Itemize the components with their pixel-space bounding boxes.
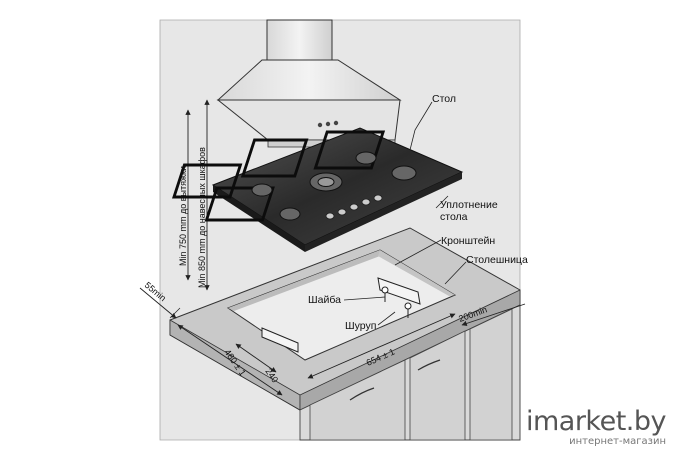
dim-cabinet-min: Min 850 mm до навесных шкафов bbox=[197, 147, 207, 288]
label-stol: Стол bbox=[432, 93, 456, 105]
label-seal-line2: стола bbox=[440, 211, 468, 223]
leader-lines bbox=[343, 101, 467, 326]
label-countertop: Столешница bbox=[466, 254, 528, 266]
label-screw: Шуруп bbox=[345, 320, 376, 332]
gas-hob bbox=[172, 127, 464, 252]
watermark-brand: imarket.by bbox=[525, 406, 667, 437]
height-dimension bbox=[185, 99, 210, 291]
label-washer: Шайба bbox=[308, 294, 341, 306]
mounting-bracket bbox=[377, 277, 421, 318]
watermark: imarket.by интернет-магазин bbox=[525, 406, 667, 448]
label-bracket: Кронштейн bbox=[441, 235, 495, 247]
label-seal-line1: Уплотнение bbox=[440, 199, 498, 211]
dimension-lines bbox=[139, 287, 526, 396]
dim-hood-min: Min 750 mm до вытяжки bbox=[178, 166, 188, 266]
countertop-cutout bbox=[226, 249, 457, 361]
watermark-subtitle: интернет-магазин bbox=[569, 436, 666, 447]
